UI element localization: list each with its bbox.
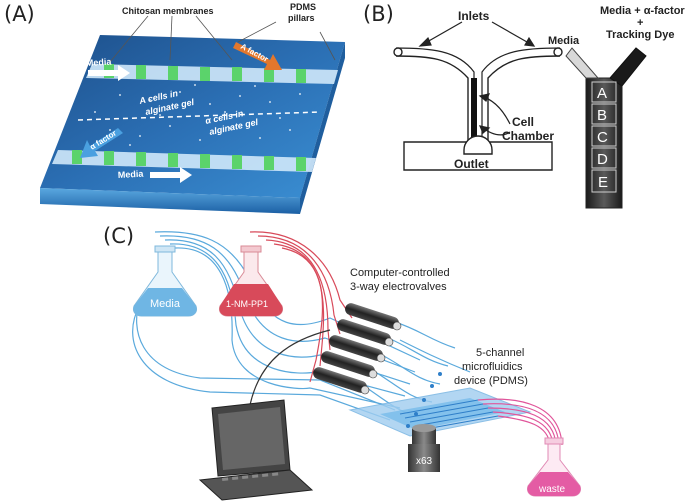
panel-b-block: A B C D E [565, 47, 647, 209]
device-inner-right [481, 47, 561, 140]
red-tubing [249, 231, 353, 383]
waste-flask [527, 437, 581, 497]
device-inner-left [395, 47, 475, 140]
pdms-label: PDMS [290, 2, 316, 12]
panel-label-b: (B) [363, 2, 394, 26]
objective-label: x63 [416, 456, 433, 467]
waste-label: waste [538, 484, 566, 495]
media-arrow-top [88, 65, 130, 81]
device-label-line3: device (PDMS) [454, 375, 528, 387]
media-arrow-bottom [150, 167, 192, 183]
media-flask [133, 245, 197, 317]
cell-dots [94, 84, 301, 146]
objective-lens-face [412, 424, 436, 432]
electrovalves [313, 303, 402, 395]
panel-b-arrows [418, 21, 536, 136]
lower-pillars [72, 150, 306, 171]
valves-label-line1: Computer-controlled [350, 267, 450, 279]
chamber-letter-b: B [597, 107, 607, 124]
chamber-letter-a: A [597, 85, 607, 102]
callout-line [319, 31, 336, 61]
arrowhead [478, 93, 491, 102]
valve-1 [345, 303, 399, 329]
arrowhead [418, 36, 432, 47]
media-label-b: Media [548, 35, 580, 47]
alpha-inlet-tube [609, 47, 647, 87]
chamber-box-e [591, 169, 617, 193]
chip-front-side [40, 188, 300, 214]
a-factor-arrow [233, 42, 282, 70]
panel-a-chip: Chitosan membranes PDMS pillars Media Me… [40, 2, 345, 214]
valve-4 [321, 351, 375, 377]
outlet-label: Outlet [454, 157, 489, 171]
laptop-display [218, 407, 285, 470]
inlet-right-port [553, 47, 563, 57]
drug-flask [219, 245, 283, 317]
laptop [198, 329, 331, 501]
objective-body [408, 444, 440, 472]
waste-tubing [477, 398, 563, 446]
chamber-label: Chamber [502, 129, 554, 143]
device-label-line1: 5-channel [476, 347, 524, 359]
chamber-letter-c: C [597, 129, 608, 146]
media-top-label: Media [86, 57, 113, 68]
objective-lens [408, 424, 440, 472]
chamber-box-d [591, 147, 617, 169]
chamber-letter-d: D [597, 151, 608, 168]
tracking-dye-label: Tracking Dye [606, 29, 674, 41]
arrowhead [478, 125, 491, 134]
callout-line [237, 21, 277, 43]
media-inlet-tube [565, 47, 600, 79]
device-outline [395, 55, 561, 171]
valve-5 [313, 367, 367, 393]
alpha-factor-arrow [80, 128, 123, 158]
chamber-box-a [591, 81, 617, 103]
panel-label-c: (C) [103, 224, 135, 248]
valve-3 [329, 335, 383, 361]
media-alpha-label: Media + α-factor [600, 5, 685, 17]
panel-label-a: (A) [4, 2, 35, 26]
gel-separator [77, 111, 321, 121]
callout-line [169, 15, 173, 61]
chamber-box-c [591, 125, 617, 147]
device-label-line2: microfluidics [462, 361, 523, 373]
drug-flask-label: 1-NM-PP1 [226, 299, 268, 309]
valves-label-line2: 3-way electrovalves [350, 281, 447, 293]
chitosan-label: Chitosan membranes [122, 6, 214, 16]
lower-channel [52, 150, 316, 172]
inlet-left-port [393, 47, 403, 57]
pillars-label: pillars [288, 13, 315, 23]
valve-cap [376, 353, 386, 363]
inlets-label: Inlets [458, 9, 490, 23]
valve-cap [384, 337, 394, 347]
valve-2 [337, 319, 391, 345]
valve-cap [392, 321, 402, 331]
plus-label: + [637, 17, 643, 29]
media-bottom-label: Media [118, 169, 145, 180]
laptop-keyboard [198, 469, 314, 501]
callout-line [195, 15, 233, 61]
chamber-box-b [591, 103, 617, 125]
chamber-letter-e: E [598, 174, 608, 191]
objective-top [412, 428, 436, 446]
valve-cap [360, 385, 370, 395]
panel-b-device [393, 47, 563, 171]
valve-cap [368, 369, 378, 379]
blue-tubing [132, 231, 471, 421]
arrowhead [524, 36, 536, 47]
cell-label: Cell [512, 115, 534, 129]
callout-line [109, 15, 149, 63]
media-flask-label: Media [150, 298, 181, 310]
laptop-cable [249, 329, 331, 406]
outlet-port [463, 135, 493, 155]
